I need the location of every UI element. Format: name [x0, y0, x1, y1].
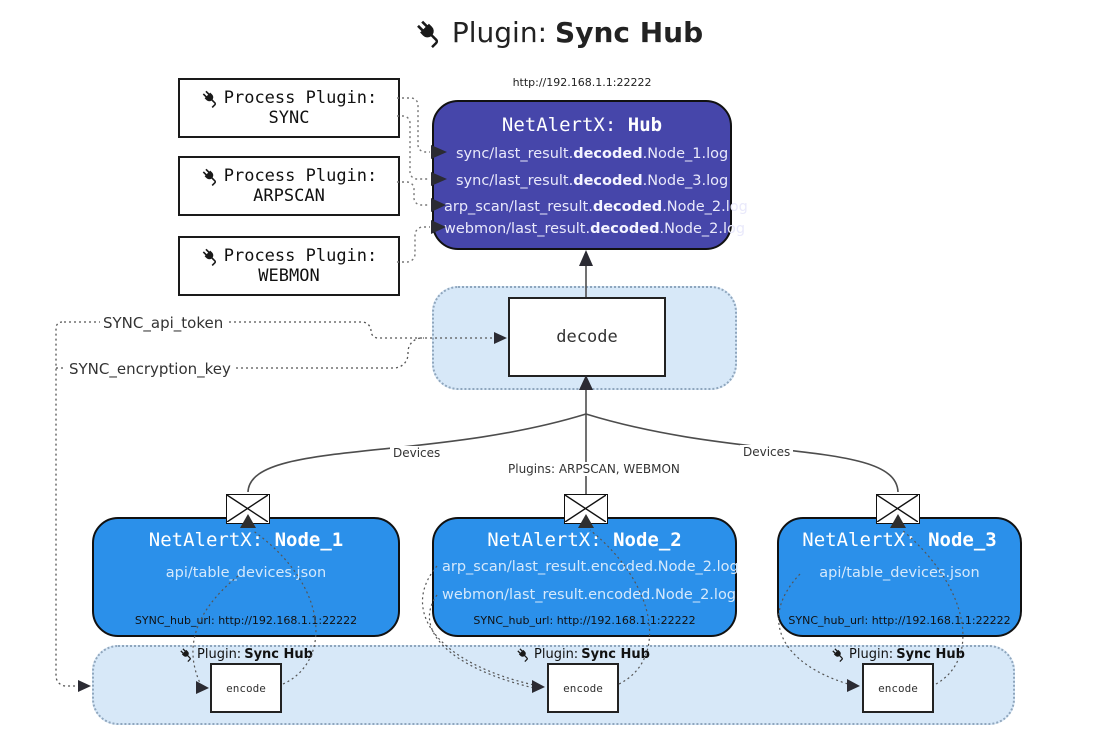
process-plugin-name: WEBMON: [258, 266, 320, 286]
encode-plugin-label: Plugin:Sync Hub: [146, 647, 346, 662]
plug-icon: [831, 647, 846, 662]
node-2-box: NetAlertX: Node_2 arp_scan/last_result.e…: [432, 517, 739, 637]
edge-label-devices-right: Devices: [740, 445, 794, 459]
node-title: NetAlertX: Node_2: [487, 529, 682, 551]
page-title: Plugin: Sync Hub: [414, 16, 703, 49]
hub-title: NetAlertX: Hub: [434, 114, 730, 136]
hub-title-prefix: NetAlertX:: [501, 114, 617, 136]
plug-icon: [179, 647, 194, 662]
encode-plugin-label: Plugin:Sync Hub: [483, 647, 683, 662]
plug-icon: [201, 247, 220, 266]
plug-icon: [201, 89, 220, 108]
mail-icon: [226, 494, 270, 524]
node-log-line: webmon/last_result.encoded.Node_2.log: [442, 587, 737, 603]
node-log-line: arp_scan/last_result.encoded.Node_2.log: [442, 559, 739, 575]
node-title: NetAlertX: Node_1: [148, 529, 344, 551]
plug-icon: [414, 18, 444, 48]
mail-icon: [564, 494, 608, 524]
node-data-file: api/table_devices.json: [165, 565, 327, 581]
encode-box: encode: [862, 663, 934, 713]
plug-icon: [201, 167, 220, 186]
node-title: NetAlertX: Node_3: [802, 529, 997, 551]
process-plugin-name: SYNC: [268, 108, 310, 128]
title-prefix: Plugin:: [451, 16, 548, 49]
encode-box: encode: [210, 663, 282, 713]
process-plugin-label: Process Plugin:: [223, 166, 378, 186]
node-hub-url: SYNC_hub_url: http://192.168.1.1:22222: [134, 614, 358, 627]
decode-box: decode: [508, 297, 666, 377]
node-hub-url: SYNC_hub_url: http://192.168.1.1:22222: [473, 614, 696, 627]
hub-log-line: sync/last_result.decoded.Node_1.log: [456, 146, 729, 162]
process-plugin-label: Process Plugin:: [223, 88, 378, 108]
hub-log-line: webmon/last_result.decoded.Node_2.log: [444, 221, 746, 237]
process-plugin-webmon: Process Plugin: WEBMON: [178, 236, 400, 296]
node-3-box: NetAlertX: Node_3 api/table_devices.json…: [777, 517, 1022, 637]
sync-encryption-key-label: SYNC_encryption_key: [66, 360, 234, 378]
process-plugin-name: ARPSCAN: [253, 186, 325, 206]
encode-box: encode: [547, 663, 619, 713]
node-hub-url: SYNC_hub_url: http://192.168.1.1:22222: [788, 614, 1011, 627]
edge-label-devices-left: Devices: [390, 446, 444, 460]
node-data-file: api/table_devices.json: [819, 565, 980, 581]
process-plugin-label: Process Plugin:: [223, 246, 378, 266]
sync-api-token-label: SYNC_api_token: [100, 314, 227, 332]
encode-plugin-label: Plugin:Sync Hub: [798, 647, 998, 662]
process-plugin-arpscan: Process Plugin: ARPSCAN: [178, 156, 400, 216]
process-plugin-sync: Process Plugin: SYNC: [178, 78, 400, 138]
hub-log-line: sync/last_result.decoded.Node_3.log: [456, 173, 729, 189]
title-name: Sync Hub: [555, 16, 704, 49]
hub-title-name: Hub: [627, 114, 663, 136]
mail-icon: [876, 494, 920, 524]
edge-label-plugins: Plugins: ARPSCAN, WEBMON: [505, 462, 683, 476]
hub-box: NetAlertX: Hub sync/last_result.decoded.…: [432, 100, 748, 250]
plug-icon: [516, 647, 531, 662]
node-1-box: NetAlertX: Node_1 api/table_devices.json…: [92, 517, 400, 637]
hub-log-line: arp_scan/last_result.decoded.Node_2.log: [444, 199, 748, 215]
hub-url-label: http://192.168.1.1:22222: [512, 76, 652, 89]
